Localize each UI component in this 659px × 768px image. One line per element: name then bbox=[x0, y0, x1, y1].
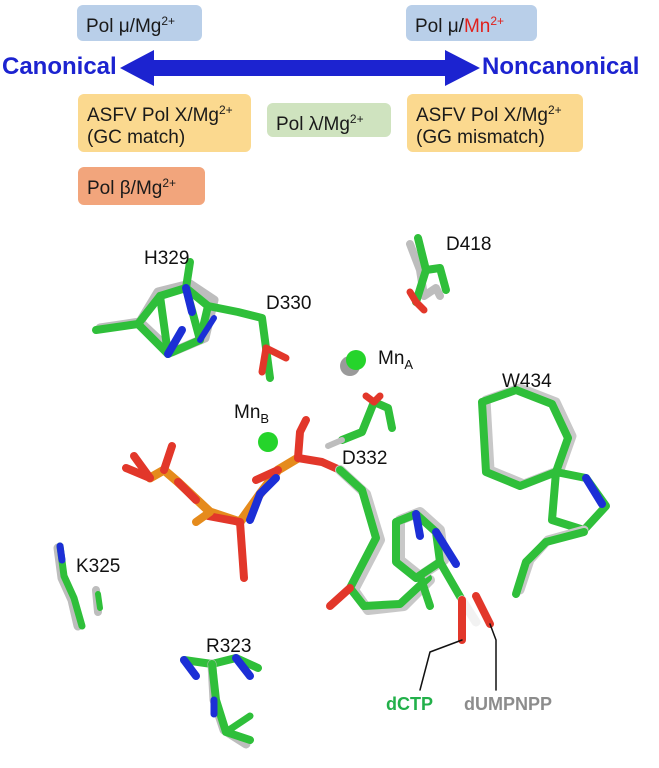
mn-b-sub: B bbox=[260, 411, 270, 426]
pol-mu-mn-name: Pol μ/ bbox=[415, 16, 464, 37]
label-r323: R323 bbox=[206, 636, 252, 657]
label-dctp: dCTP bbox=[386, 694, 433, 714]
pol-mu-mg-name: Pol μ/ bbox=[86, 16, 135, 37]
double-arrow-shape bbox=[120, 50, 480, 86]
label-d330: D330 bbox=[266, 293, 312, 314]
residue-k325-sticks bbox=[53, 542, 103, 631]
residue-r323-sticks bbox=[180, 654, 262, 749]
mn-a-sub: A bbox=[404, 357, 414, 372]
asfv-gg-charge: 2+ bbox=[548, 103, 562, 117]
label-w434: W434 bbox=[502, 371, 552, 392]
dumpnpp-leader-line bbox=[489, 623, 497, 691]
legend-box-pol-lambda: Pol λ/Mg2+ bbox=[267, 103, 391, 137]
pol-lambda-name: Pol λ/Mg bbox=[276, 114, 350, 135]
noncanonical-label: Noncanonical bbox=[482, 53, 640, 80]
triphosphate-sticks bbox=[122, 416, 344, 582]
label-h329: H329 bbox=[144, 248, 190, 269]
legend-box-asfv-gc: ASFV Pol X/Mg2+ (GC match) bbox=[78, 94, 251, 152]
mn-b-base: Mn bbox=[234, 402, 261, 423]
residue-d330-sticks bbox=[204, 302, 290, 382]
nucleotide-sticks bbox=[326, 465, 494, 644]
label-d332: D332 bbox=[342, 448, 388, 469]
canonical-noncanonical-arrow bbox=[120, 50, 480, 86]
residue-h329-sticks bbox=[92, 258, 219, 358]
legend-box-asfv-gg: ASFV Pol X/Mg2+ (GG mismatch) bbox=[407, 94, 583, 152]
mn-b-ion bbox=[258, 432, 278, 452]
residue-w434-sticks bbox=[478, 383, 610, 598]
asfv-gg-line2: (GG mismatch) bbox=[416, 127, 545, 148]
pol-beta-name: Pol β/Mg bbox=[87, 178, 163, 199]
asfv-gc-charge: 2+ bbox=[219, 103, 233, 117]
label-mn-a: MnA bbox=[378, 348, 413, 376]
asfv-gc-line1: ASFV Pol X/Mg bbox=[87, 105, 219, 126]
label-k325: K325 bbox=[76, 556, 121, 577]
label-dumpnpp: dUMPNPP bbox=[464, 694, 553, 714]
pol-mu-mg-metal: Mg bbox=[134, 16, 162, 37]
legend-box-pol-mu-mg: Pol μ/Mg2+ bbox=[77, 5, 202, 41]
asfv-gg-line1: ASFV Pol X/Mg bbox=[416, 105, 548, 126]
legend-box-pol-beta: Pol β/Mg2+ bbox=[78, 167, 205, 205]
mn-a-base: Mn bbox=[378, 348, 405, 369]
asfv-gc-line2: (GC match) bbox=[87, 127, 186, 148]
label-d418: D418 bbox=[446, 234, 492, 255]
pol-mu-mg-charge: 2+ bbox=[161, 14, 176, 28]
mn-a-ion bbox=[340, 350, 366, 376]
pol-beta-charge: 2+ bbox=[162, 176, 177, 190]
dctp-leader-line bbox=[419, 639, 463, 691]
label-mn-b: MnB bbox=[234, 402, 269, 430]
pol-lambda-charge: 2+ bbox=[349, 112, 364, 126]
canonical-label: Canonical bbox=[2, 53, 117, 80]
residue-d418-sticks bbox=[406, 234, 450, 314]
residue-d332-sticks bbox=[325, 392, 396, 449]
pol-mu-mn-metal: Mn bbox=[463, 16, 491, 37]
pol-mu-mn-charge: 2+ bbox=[490, 14, 505, 28]
legend-box-pol-mu-mn: Pol μ/Mn2+ bbox=[406, 5, 537, 41]
